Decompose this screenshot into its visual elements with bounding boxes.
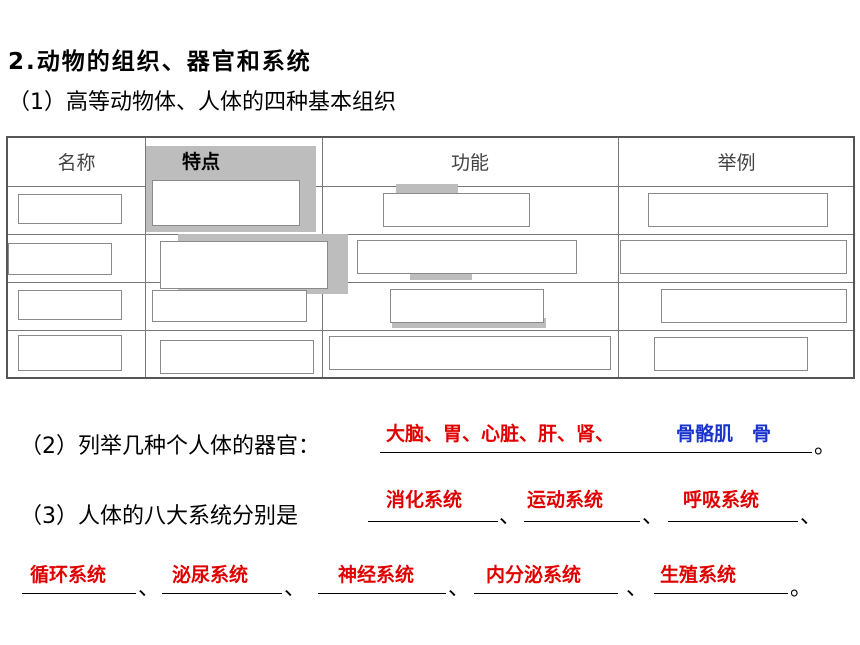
q3-answer: 泌尿系统	[172, 564, 249, 586]
q2-end: 。	[814, 434, 837, 459]
answer-cover-box[interactable]	[160, 241, 328, 289]
q2-label: （2）列举几种个人体的器官：	[20, 434, 320, 459]
answer-cover-box[interactable]	[160, 340, 314, 374]
q3-sep: 、	[642, 504, 665, 529]
q3-blank-line	[524, 521, 640, 522]
answer-cover-box[interactable]	[390, 289, 544, 323]
q3-blank-line	[668, 521, 798, 522]
q3-end: 。	[790, 576, 813, 601]
header-feature: 特点	[182, 151, 221, 173]
answer-cover-box[interactable]	[654, 337, 808, 371]
answer-cover-box[interactable]	[661, 289, 847, 323]
q3-answer: 呼吸系统	[683, 489, 760, 511]
header-example: 举例	[717, 152, 756, 174]
answer-cover-box[interactable]	[18, 194, 122, 224]
q3-sep: 、	[138, 576, 161, 601]
row-divider	[8, 234, 853, 235]
q3-sep: 、	[448, 576, 471, 601]
q3-answer: 神经系统	[338, 564, 415, 586]
q3-answer: 生殖系统	[660, 564, 737, 586]
q2-blank-line	[380, 452, 812, 453]
answer-cover-box[interactable]	[329, 336, 611, 370]
answer-cover-box[interactable]	[648, 193, 828, 227]
col-divider	[145, 138, 146, 377]
q3-blank-line	[162, 593, 282, 594]
q3-answer: 内分泌系统	[486, 564, 582, 586]
q2-answer-red: 大脑、胃、心脏、肝、肾、	[386, 423, 615, 445]
q3-sep: 、	[800, 504, 823, 529]
answer-cover-box[interactable]	[152, 290, 307, 322]
header-function: 功能	[450, 152, 489, 174]
q3-answer: 运动系统	[527, 489, 604, 511]
q3-answer: 消化系统	[386, 489, 463, 511]
answer-cover-box[interactable]	[152, 180, 300, 226]
q2-answer-blue: 骨骼肌 骨	[676, 423, 772, 445]
section-heading: 2.动物的组织、器官和系统	[8, 49, 312, 75]
answer-cover-box[interactable]	[620, 240, 847, 274]
q3-label: （3）人体的八大系统分别是	[20, 504, 298, 529]
row-divider	[8, 282, 853, 283]
answer-cover-box[interactable]	[383, 193, 530, 227]
q3-sep: 、	[499, 504, 522, 529]
answer-cover-box[interactable]	[357, 240, 577, 274]
q3-sep: 、	[626, 576, 649, 601]
q3-sep: 、	[284, 576, 307, 601]
q3-blank-line	[654, 593, 788, 594]
answer-cover-box[interactable]	[18, 335, 122, 371]
answer-cover-box[interactable]	[18, 290, 122, 320]
highlight-block	[392, 318, 546, 328]
q3-blank-line	[368, 521, 498, 522]
answer-cover-box[interactable]	[8, 243, 112, 275]
q3-answer: 循环系统	[30, 564, 107, 586]
subsection-heading: （1）高等动物体、人体的四种基本组织	[8, 90, 396, 115]
row-divider	[8, 330, 853, 331]
q3-blank-line	[318, 593, 446, 594]
col-divider	[618, 138, 619, 377]
q3-blank-line	[474, 593, 618, 594]
header-name: 名称	[57, 152, 96, 174]
q3-blank-line	[22, 593, 136, 594]
